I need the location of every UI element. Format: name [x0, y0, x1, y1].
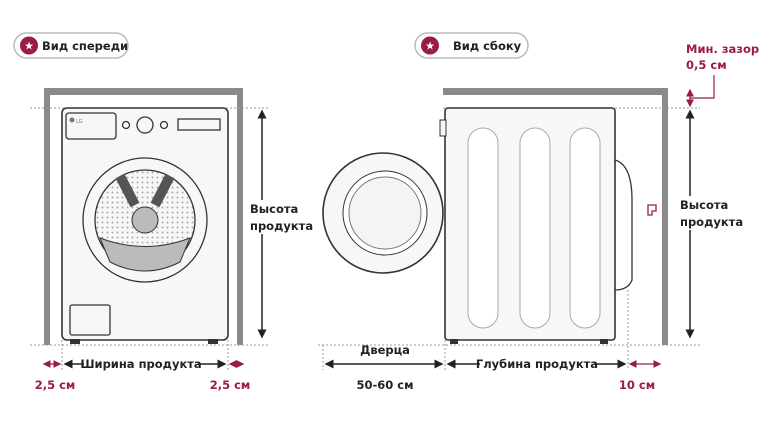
side-view: Высота продукта Мин. зазор 0,5 см Дверца…	[318, 42, 759, 392]
svg-text:★: ★	[24, 40, 34, 53]
svg-text:★: ★	[425, 40, 435, 53]
door-label: Дверца	[360, 343, 410, 357]
lg-logo: LG	[76, 119, 83, 125]
min-gap-value: 0,5 см	[686, 58, 727, 72]
left-gap-label: 2,5 см	[35, 378, 76, 392]
back-gap-label: 10 см	[619, 378, 655, 392]
side-view-badge: ★ Вид сбоку	[414, 32, 529, 59]
door-value: 50-60 см	[356, 378, 413, 392]
side-height-label-2: продукта	[680, 215, 743, 229]
side-view-title: Вид сбоку	[453, 39, 522, 53]
water-tap-icon	[647, 204, 657, 216]
front-height-label-2: продукта	[250, 219, 313, 233]
right-gap-label: 2,5 см	[210, 378, 251, 392]
side-height-label: Высота	[680, 198, 728, 212]
front-view: LG Высота продукта Ширина продукта 2,5 с…	[30, 88, 313, 392]
front-view-badge: ★ Вид спереди	[13, 32, 129, 59]
front-height-label: Высота	[250, 202, 298, 216]
width-label: Ширина продукта	[80, 357, 201, 371]
star-icon	[421, 36, 439, 55]
front-view-title: Вид спереди	[42, 39, 128, 53]
star-icon	[20, 36, 38, 55]
depth-label: Глубина продукта	[476, 357, 598, 371]
min-gap-label: Мин. зазор	[686, 42, 759, 56]
